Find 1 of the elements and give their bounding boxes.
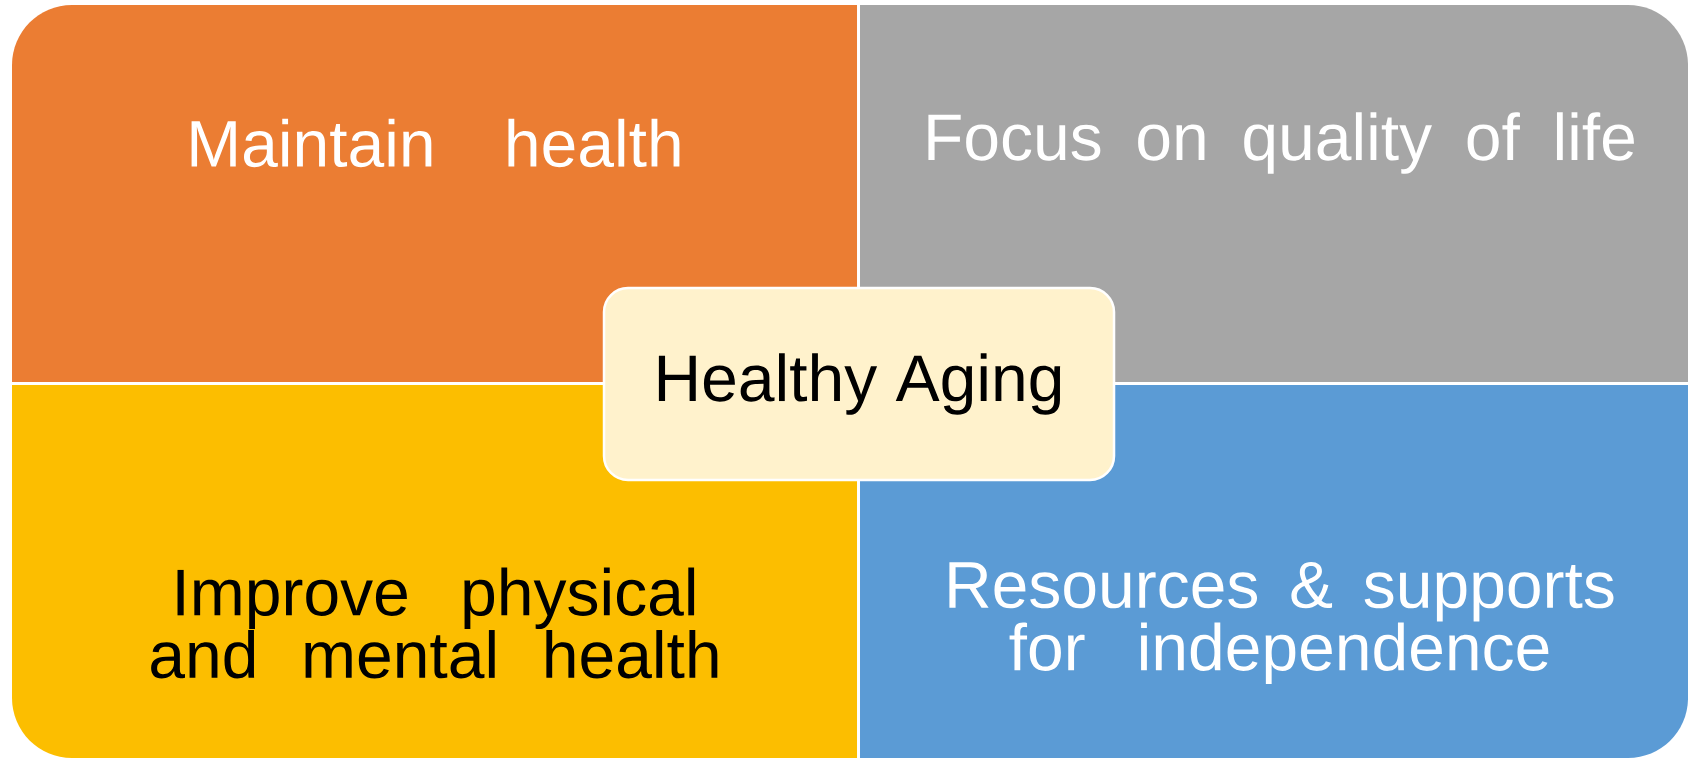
center-box: Healthy Aging (602, 286, 1116, 482)
